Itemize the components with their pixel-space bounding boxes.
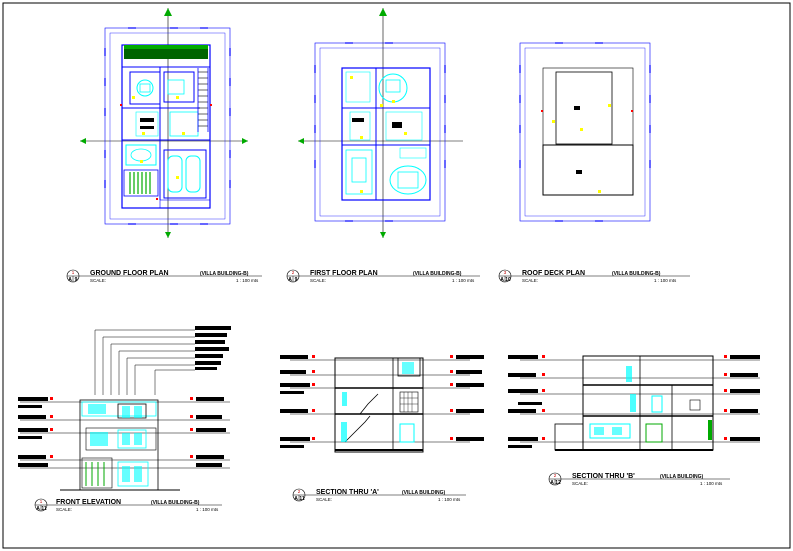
scale-value: 1 : 100 mts bbox=[700, 481, 723, 486]
title-block-elevation: 1 A 11 FRONT ELEVATION (VILLA BUILDING-B… bbox=[34, 498, 222, 512]
drawing-sheet-no: 9 bbox=[75, 277, 78, 283]
scale-label: SCALE: bbox=[56, 507, 72, 512]
title-block-section-a: 2 A 11 SECTION THRU 'A' (VILLA BUILDING)… bbox=[292, 488, 466, 502]
drawing-number: 2 bbox=[298, 489, 301, 494]
first-floor-plan bbox=[298, 8, 463, 238]
title-block-roof: 3 A 10 ROOF DECK PLAN (VILLA BUILDING-B)… bbox=[498, 269, 690, 283]
drawing-ref: A bbox=[294, 496, 298, 502]
drawing-subtitle: (VILLA BUILDING-B) bbox=[200, 271, 249, 277]
drawing-ref: A bbox=[68, 277, 72, 283]
scale-value: 1 : 100 mts bbox=[196, 507, 219, 512]
drawing-ref: A bbox=[36, 506, 40, 512]
drawing-title: FIRST FLOOR PLAN bbox=[310, 270, 378, 277]
section-marker-icon bbox=[80, 138, 86, 144]
section-b bbox=[508, 355, 760, 451]
ground-floor-plan bbox=[80, 8, 248, 238]
drawing-sheet-no: 12 bbox=[555, 480, 561, 486]
scale-label: SCALE: bbox=[310, 278, 326, 283]
drawing-sheet-no: 10 bbox=[505, 277, 511, 283]
drawing-subtitle: (VILLA BUILDING-B) bbox=[413, 271, 462, 277]
drawing-sheet-no: 11 bbox=[299, 496, 305, 502]
front-elevation bbox=[18, 326, 231, 491]
drawing-ref: A bbox=[288, 277, 292, 283]
scale-label: SCALE: bbox=[572, 481, 588, 486]
scale-value: 1 : 100 mts bbox=[452, 278, 475, 283]
drawing-title: ROOF DECK PLAN bbox=[522, 270, 585, 277]
north-arrow-icon bbox=[379, 8, 387, 16]
title-block-first: 2 A 9 FIRST FLOOR PLAN (VILLA BUILDING-B… bbox=[286, 269, 480, 283]
section-a bbox=[280, 355, 484, 453]
scale-value: 1 : 100 mts bbox=[236, 278, 259, 283]
scale-value: 1 : 100 mts bbox=[438, 497, 461, 502]
drawing-number: 2 bbox=[554, 473, 557, 478]
drawing-number: 3 bbox=[504, 270, 507, 275]
scale-label: SCALE: bbox=[522, 278, 538, 283]
drawing-subtitle: (VILLA BUILDING) bbox=[402, 490, 445, 496]
scale-value: 1 : 100 mts bbox=[654, 278, 677, 283]
drawing-title: SECTION THRU 'A' bbox=[316, 489, 379, 496]
scale-label: SCALE: bbox=[316, 497, 332, 502]
drawing-sheet-no: 11 bbox=[41, 506, 47, 512]
drawing-title: FRONT ELEVATION bbox=[56, 499, 121, 506]
title-block-section-b: 2 A 12 SECTION THRU 'B' (VILLA BUILDING)… bbox=[548, 472, 730, 486]
drawing-number: 1 bbox=[72, 270, 75, 275]
drawing-ref: A bbox=[550, 480, 554, 486]
north-arrow-icon bbox=[164, 8, 172, 16]
drawing-sheet-no: 9 bbox=[295, 277, 298, 283]
drawing-number: 1 bbox=[40, 499, 43, 504]
drawing-title: SECTION THRU 'B' bbox=[572, 473, 635, 480]
title-block-ground: 1 A 9 GROUND FLOOR PLAN (VILLA BUILDING-… bbox=[66, 269, 262, 283]
roof-deck-plan bbox=[519, 42, 651, 222]
drawing-subtitle: (VILLA BUILDING-B) bbox=[612, 271, 661, 277]
drawing-ref: A bbox=[500, 277, 504, 283]
drawing-subtitle: (VILLA BUILDING) bbox=[660, 474, 703, 480]
drawing-title: GROUND FLOOR PLAN bbox=[90, 270, 169, 277]
drawing-number: 2 bbox=[292, 270, 295, 275]
scale-label: SCALE: bbox=[90, 278, 106, 283]
drawing-subtitle: (VILLA BUILDING-B) bbox=[151, 500, 200, 506]
